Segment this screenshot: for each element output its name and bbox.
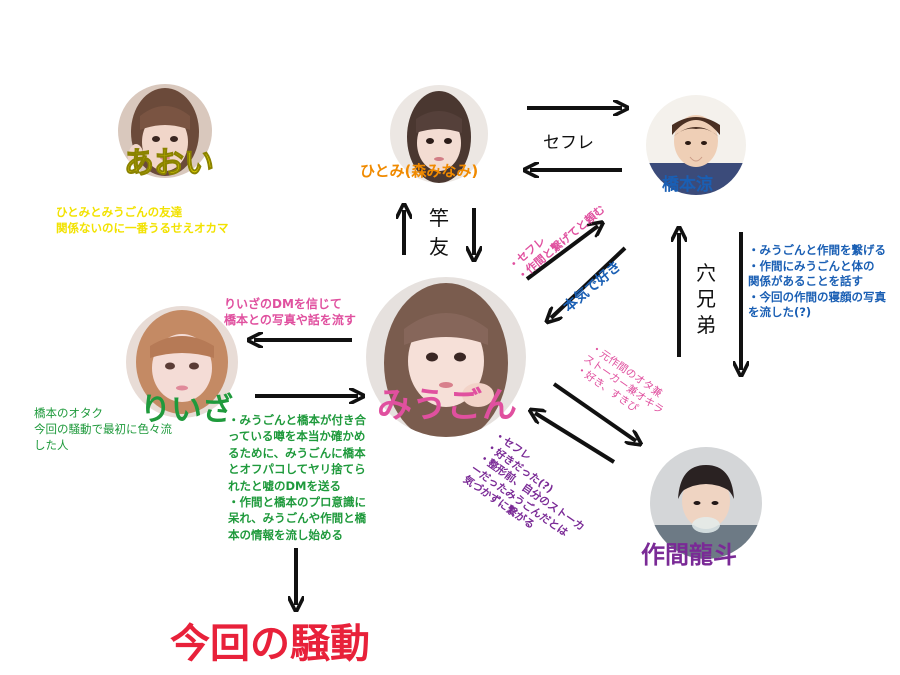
relation-kanyu-char-1: 竿 bbox=[429, 206, 449, 230]
hashimoto-to-miugon-note: ・みうごんと作間を繋げる ・作間にみうごんと体の 関係があることを話す ・今回の… bbox=[748, 243, 886, 320]
miugon-name: みうごん bbox=[377, 386, 518, 426]
riiza-name: りいざ bbox=[140, 392, 233, 428]
relation-sefure: セフレ bbox=[543, 133, 594, 153]
riiza-action-note: りいざのDMを信じて 橋本との写真や話を流す bbox=[224, 297, 356, 327]
sakuma-name: 作間龍斗 bbox=[641, 541, 737, 569]
arrow-sakuma-to-miugon bbox=[535, 413, 616, 464]
relation-anakyodai-char-2: 兄 bbox=[696, 287, 716, 311]
miugon-avatar bbox=[366, 277, 526, 437]
hitomi-name: ひとみ(森みなみ) bbox=[360, 162, 479, 180]
aoi-name: あおい bbox=[124, 146, 215, 182]
aoi-note: ひとみとみうごんの友達 関係ないのに一番うるせえオカマ bbox=[56, 205, 229, 235]
hashimoto-name: 橋本涼 bbox=[662, 175, 713, 195]
sakuma-avatar bbox=[650, 447, 762, 559]
riiza-profile-note: 橋本のオタク 今回の騒動で最初に色々流 した人 bbox=[34, 406, 172, 452]
riiza-avatar bbox=[126, 306, 238, 418]
arrow-hashimoto-to-miugon bbox=[551, 246, 627, 318]
aoi-avatar bbox=[118, 84, 212, 178]
relation-anakyodai: 穴 兄 弟 bbox=[694, 260, 718, 338]
relation-kanyu: 竿 友 bbox=[427, 207, 451, 259]
relation-kanyu-char-2: 友 bbox=[429, 235, 449, 259]
relation-anakyodai-char-3: 弟 bbox=[696, 313, 716, 337]
hitomi-avatar bbox=[390, 85, 488, 183]
relation-anakyodai-char-1: 穴 bbox=[696, 261, 716, 285]
result-title: 今回の騒動 bbox=[170, 621, 370, 667]
arrow-miugon-to-sakuma bbox=[552, 382, 636, 441]
hashimoto-avatar bbox=[646, 95, 746, 195]
arrow-miugon-to-hashimoto bbox=[525, 226, 598, 281]
riiza-to-miugon-note: ・みうごんと橋本が付き合 っている噂を本当か確かめ るために、みうごんに橋本 と… bbox=[228, 413, 367, 542]
